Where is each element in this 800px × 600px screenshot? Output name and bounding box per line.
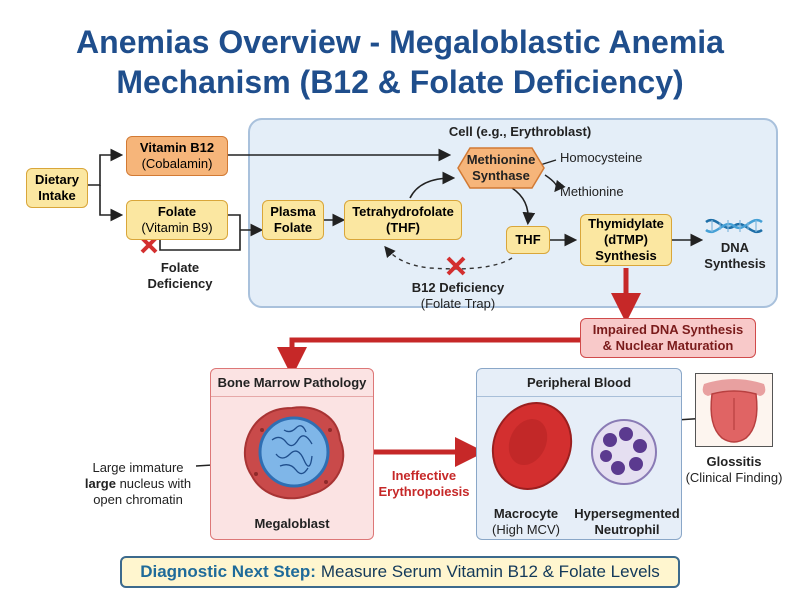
diagnostic-label: Diagnostic Next Step: <box>140 562 316 581</box>
b12-line-1: Vitamin B12 <box>139 140 215 155</box>
arrow-dietary-b12 <box>88 148 124 186</box>
diagnostic-banner: Diagnostic Next Step: Measure Serum Vita… <box>120 556 680 588</box>
arrow-thf-synthase <box>409 171 456 199</box>
folate-line-2: (Vitamin B9) <box>141 220 213 235</box>
dietary-line-2: Intake <box>38 188 76 203</box>
ineffective-label: Ineffective Erythropoiesis <box>374 468 474 500</box>
methionine-synthase-hexagon <box>457 147 545 189</box>
thymidylate-box: Thymidylate (dTMP) Synthesis <box>580 214 672 266</box>
title-line-2: Mechanism (B12 & Folate Deficiency) <box>116 64 684 100</box>
title-line-1: Anemias Overview - Megaloblastic Anemia <box>76 24 724 60</box>
thymidylate-line-1: Thymidylate <box>588 216 664 231</box>
cell-label: Cell (e.g., Erythroblast) <box>448 124 592 139</box>
glossitis-label: Glossitis (Clinical Finding) <box>676 454 792 486</box>
dietary-line-1: Dietary <box>34 172 80 187</box>
arrow-impaired-marrow <box>277 337 580 377</box>
methionine-synthase-label: Methionine Synthase <box>458 152 544 184</box>
plasma-line-1: Plasma <box>270 204 316 219</box>
b12-deficiency-line-2: (Folate Trap) <box>420 296 496 311</box>
b12-line-2: (Cobalamin) <box>141 156 213 171</box>
megaloblast-caption: Megaloblast <box>254 516 330 531</box>
arrow-folate-trap <box>384 245 513 270</box>
diagnostic-text: Measure Serum Vitamin B12 & Folate Level… <box>320 562 660 581</box>
neutrophil-caption: Hypersegmented Neutrophil <box>570 506 684 538</box>
thf-full-line-1: Tetrahydrofolate <box>352 204 454 219</box>
page-title: Anemias Overview - Megaloblastic Anemia … <box>0 22 800 102</box>
nucleus-annotation: Large immature large nucleus with open c… <box>76 460 200 508</box>
dietary-intake-box: Dietary Intake <box>26 168 88 208</box>
peripheral-heading: Peripheral Blood <box>477 369 681 397</box>
nucleus-line-2: large nucleus with <box>76 476 200 492</box>
tetrahydrofolate-box: Tetrahydrofolate (THF) <box>344 200 462 240</box>
nucleus-line-1: Large immature <box>92 460 184 475</box>
glossitis-line-2: (Clinical Finding) <box>685 470 783 485</box>
vitamin-b12-box: Vitamin B12 (Cobalamin) <box>126 136 228 176</box>
impaired-dna-box: Impaired DNA Synthesis & Nuclear Maturat… <box>580 318 756 358</box>
bone-marrow-heading: Bone Marrow Pathology <box>211 369 373 397</box>
neutrophil-line-2: Neutrophil <box>594 522 660 537</box>
synthase-line-2: Synthase <box>472 168 530 183</box>
arrow-methionine <box>544 174 566 193</box>
glossitis-line-1: Glossitis <box>706 454 762 469</box>
folate-x-mark <box>140 236 158 254</box>
thymidylate-line-3: Synthesis <box>595 248 657 263</box>
dna-line-2: Synthesis <box>704 256 766 271</box>
thf-full-line-2: (THF) <box>386 220 420 235</box>
ineffective-line-2: Erythropoiesis <box>378 484 470 499</box>
plasma-folate-box: Plasma Folate <box>262 200 324 240</box>
folate-box: Folate (Vitamin B9) <box>126 200 228 240</box>
synthase-line-1: Methionine <box>466 152 536 167</box>
arrow-folate-loop <box>159 214 241 251</box>
folate-line-1: Folate <box>157 204 197 219</box>
nucleus-bold-word: large <box>84 476 116 491</box>
folate-deficiency-line-2: Deficiency <box>147 276 213 291</box>
folate-deficiency-label: Folate Deficiency <box>140 260 220 292</box>
macrocyte-line-2: (High MCV) <box>492 522 560 537</box>
dna-line-1: DNA <box>720 240 750 255</box>
plasma-line-2: Folate <box>273 220 313 235</box>
thymidylate-line-2: (dTMP) <box>603 232 649 247</box>
dna-synthesis-label: DNA Synthesis <box>700 240 770 272</box>
folate-deficiency-line-1: Folate <box>160 260 200 275</box>
arrow-dietary-folate <box>99 185 124 222</box>
b12-x-mark <box>446 256 466 276</box>
line-homocysteine <box>539 159 557 166</box>
ineffective-line-1: Ineffective <box>391 468 457 483</box>
thf-box: THF <box>506 226 550 254</box>
nucleus-line-3: open chromatin <box>93 492 183 507</box>
methionine-label: Methionine <box>560 184 624 199</box>
nucleus-rest: nucleus with <box>115 476 192 491</box>
macrocyte-line-1: Macrocyte <box>493 506 559 521</box>
homocysteine-label: Homocysteine <box>560 150 643 165</box>
arrow-synthase-thf <box>511 187 536 226</box>
neutrophil-line-1: Hypersegmented <box>574 506 680 521</box>
impaired-line-2: & Nuclear Maturation <box>602 338 734 353</box>
b12-deficiency-label: B12 Deficiency (Folate Trap) <box>398 280 518 312</box>
macrocyte-caption: Macrocyte (High MCV) <box>484 506 568 538</box>
b12-deficiency-line-1: B12 Deficiency <box>411 280 505 295</box>
impaired-line-1: Impaired DNA Synthesis <box>592 322 744 337</box>
